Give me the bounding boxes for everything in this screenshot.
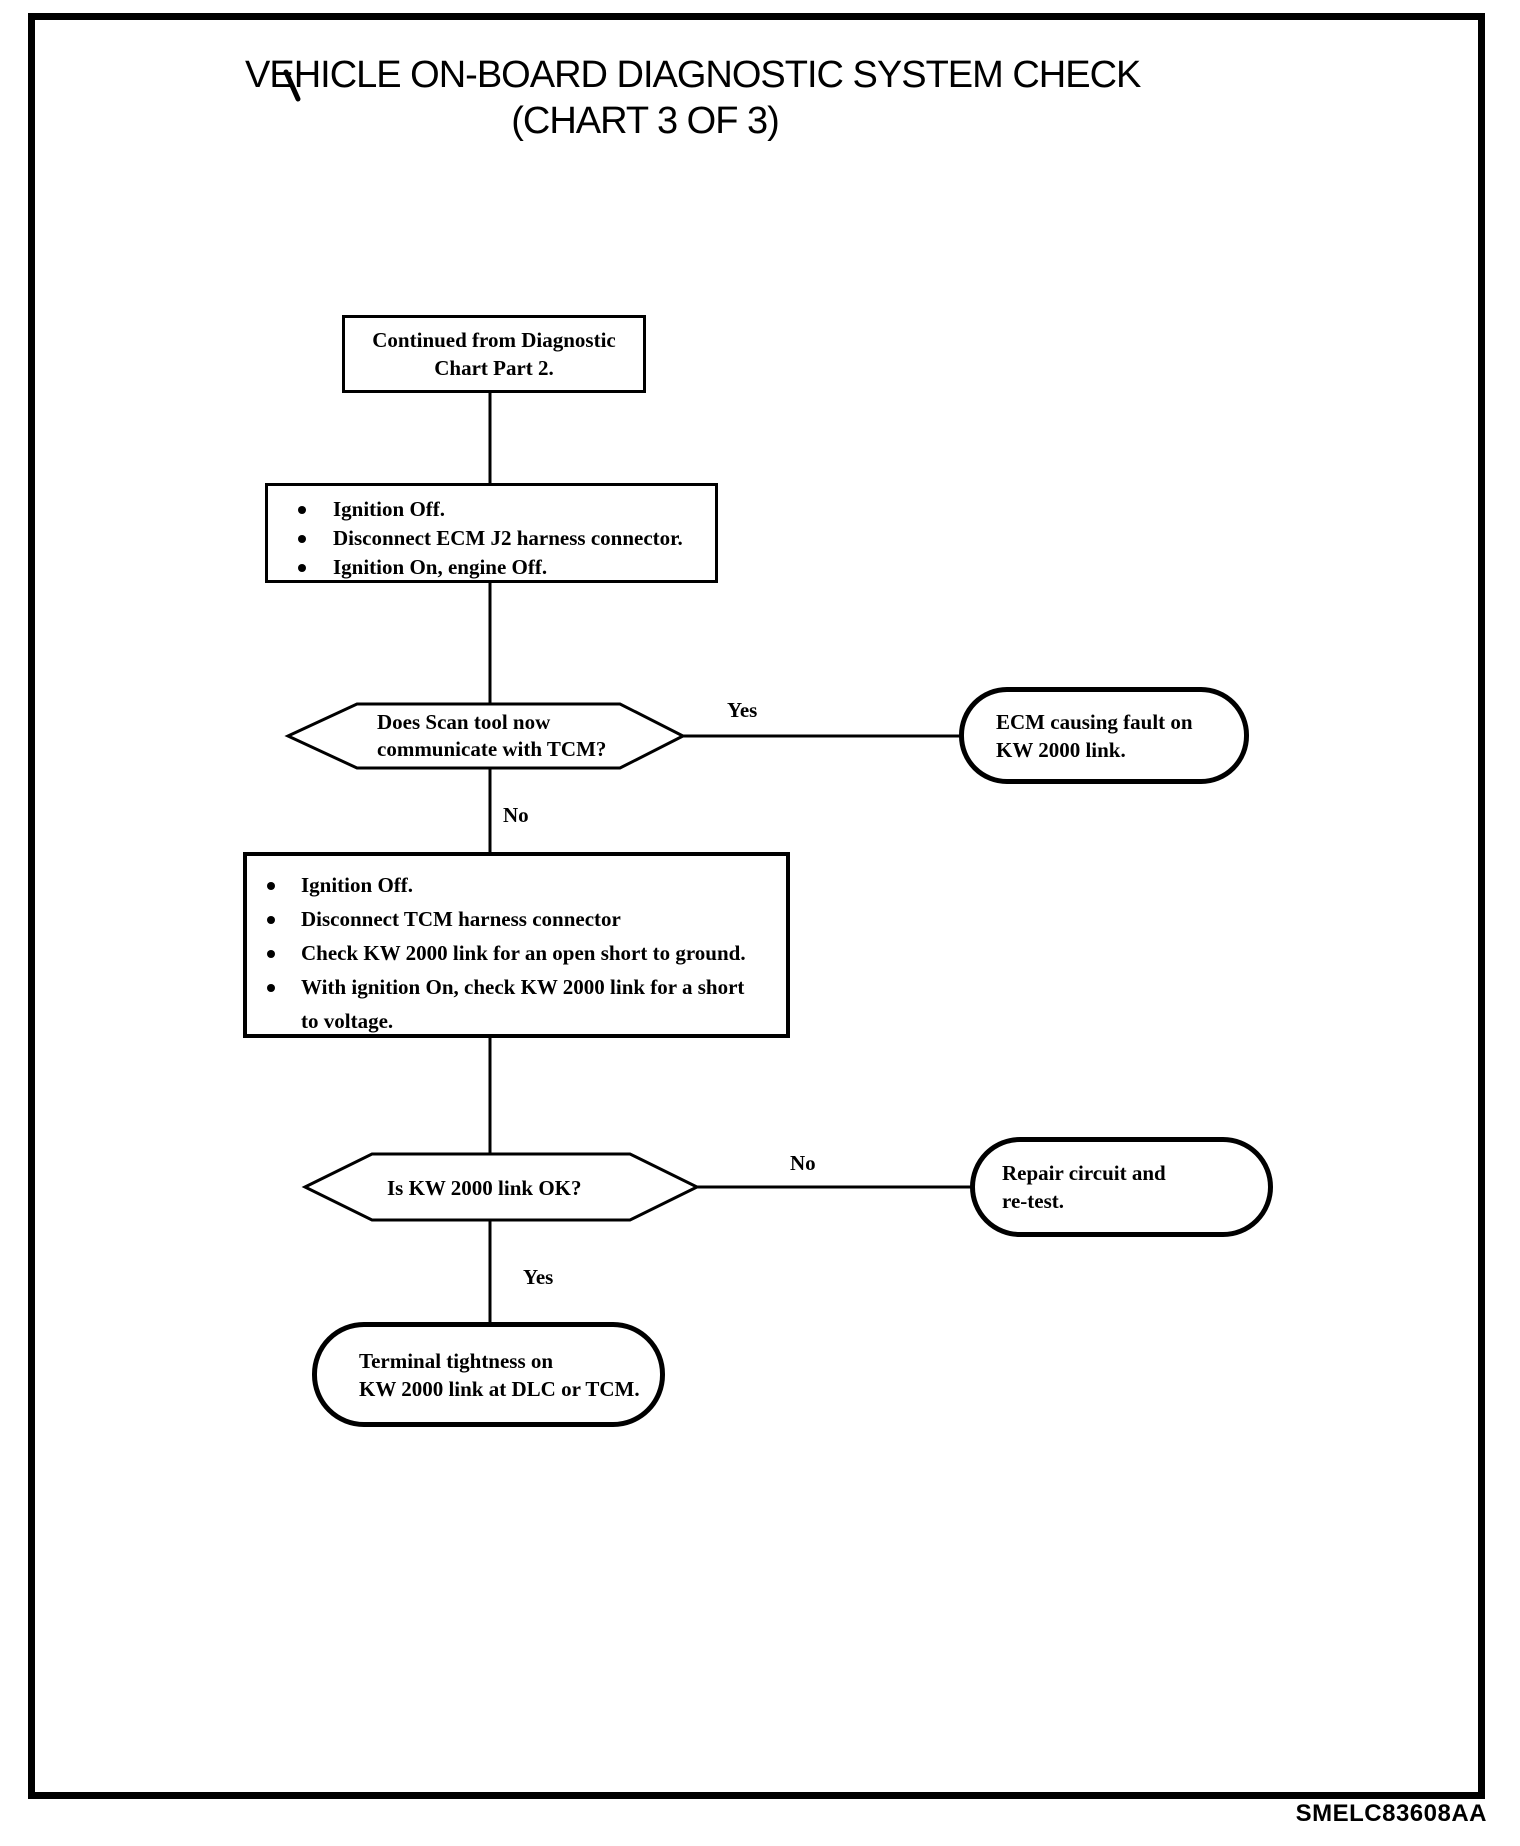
decision1-text: Does Scan tool now communicate with TCM?: [377, 709, 606, 763]
decision2-hexagon-shape: [301, 1152, 701, 1222]
step2-bullet-text: With ignition On, check KW 2000 link for…: [301, 975, 745, 999]
result1-line1: ECM causing fault on: [996, 709, 1193, 734]
page-title-line1: VEHICLE ON-BOARD DIAGNOSTIC SYSTEM CHECK: [245, 54, 1141, 96]
step1-node: Ignition Off. Disconnect ECM J2 harness …: [265, 483, 718, 583]
step2-bullet-row: With ignition On, check KW 2000 link for…: [267, 970, 786, 1004]
decision1-no-label: No: [503, 803, 529, 827]
terminal-node: Terminal tightness on KW 2000 link at DL…: [312, 1322, 665, 1427]
result1-node: ECM causing fault on KW 2000 link.: [959, 687, 1249, 784]
bullet-icon: [267, 950, 275, 958]
result2-node: Repair circuit and re-test.: [970, 1137, 1273, 1237]
bullet-icon: [298, 506, 306, 514]
page-title-line2: (CHART 3 OF 3): [511, 100, 780, 142]
step2-bullet-text: Ignition Off.: [301, 873, 414, 897]
step2-bullet-row: Disconnect TCM harness connector: [267, 902, 786, 936]
decision1-line2: communicate with TCM?: [377, 737, 607, 761]
step2-bullet-row: Check KW 2000 link for an open short to …: [267, 936, 786, 970]
decision1-hexagon-shape: [284, 702, 687, 770]
decision2-no-label: No: [790, 1151, 816, 1175]
step1-bullet-row: Disconnect ECM J2 harness connector.: [298, 524, 715, 553]
bullet-icon: [267, 882, 275, 890]
figure-code: SMELC83608AA: [1295, 1800, 1487, 1827]
start-node-line1: Continued from Diagnostic: [372, 328, 616, 352]
step1-bullet-text: Disconnect ECM J2 harness connector.: [333, 526, 683, 550]
step2-bullet-text: Check KW 2000 link for an open short to …: [301, 941, 746, 965]
page-border-frame: [28, 13, 1485, 1799]
step1-bullet-text: Ignition Off.: [333, 497, 446, 521]
step2-continuation-text: to voltage.: [301, 1009, 394, 1033]
decision2-text: Is KW 2000 link OK?: [387, 1176, 582, 1200]
bullet-icon: [298, 535, 306, 543]
terminal-line1: Terminal tightness on: [359, 1348, 554, 1373]
decision2-yes-label: Yes: [523, 1265, 554, 1289]
step1-bullet-row: Ignition Off.: [298, 495, 715, 524]
step2-bullet-text: Disconnect TCM harness connector: [301, 907, 621, 931]
decision1-line1: Does Scan tool now: [377, 710, 551, 734]
start-node-line2: Chart Part 2.: [434, 356, 554, 380]
step2-continuation-row: to voltage.: [267, 1004, 786, 1038]
result2-line2: re-test.: [1002, 1189, 1064, 1213]
decision1-yes-label: Yes: [727, 698, 758, 722]
start-node: Continued from Diagnostic Chart Part 2.: [342, 315, 646, 393]
bullet-icon: [267, 984, 275, 992]
step1-bullet-text: Ignition On, engine Off.: [333, 555, 548, 579]
terminal-line2: KW 2000 link at DLC or TCM.: [359, 1376, 640, 1401]
bullet-icon: [267, 916, 275, 924]
result1-line2: KW 2000 link.: [996, 737, 1126, 762]
page-title: VEHICLE ON-BOARD DIAGNOSTIC SYSTEM CHECK…: [245, 52, 1141, 144]
result2-line1: Repair circuit and: [1002, 1161, 1166, 1185]
step1-bullet-row: Ignition On, engine Off.: [298, 553, 715, 582]
bullet-icon: [298, 564, 306, 572]
step2-bullet-row: Ignition Off.: [267, 868, 786, 902]
step2-node: Ignition Off. Disconnect TCM harness con…: [243, 852, 790, 1038]
scan-artifact-mark: [283, 69, 301, 102]
